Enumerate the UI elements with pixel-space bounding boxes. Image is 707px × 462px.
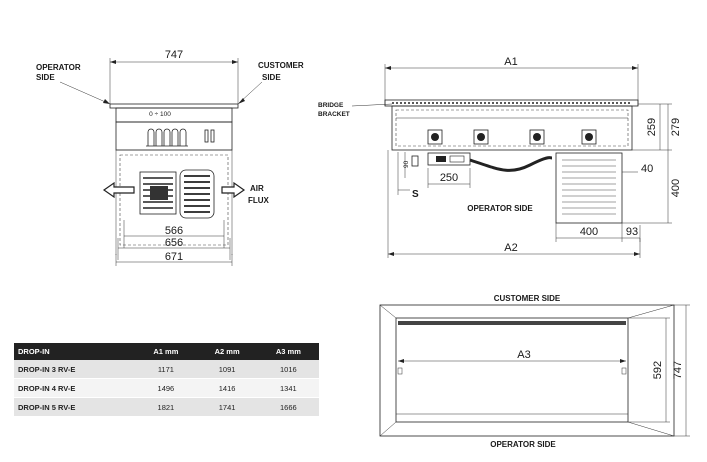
header-model: DROP-IN	[14, 343, 136, 360]
row-model: DROP-IN 5 RV-E	[14, 397, 136, 417]
dim-250: 250	[440, 172, 458, 184]
side-operator-side-label: OPERATOR SIDE	[467, 204, 533, 213]
row-model: DROP-IN 4 RV-E	[14, 378, 136, 398]
dim-93: 93	[626, 226, 638, 238]
customer-side-label-2: SIDE	[262, 73, 281, 82]
dim-90: 90	[403, 160, 410, 168]
row-a1: 1821	[135, 397, 197, 417]
dim-40: 40	[641, 163, 653, 175]
gauge-label: 0 ÷ 100	[149, 111, 171, 118]
top-operator-side-label: OPERATOR SIDE	[490, 440, 556, 449]
row-a3: 1666	[257, 397, 319, 417]
header-a3: A3 mm	[257, 343, 319, 360]
dim-400-vertical: 400	[670, 179, 682, 197]
dim-747-top: 747	[672, 361, 684, 379]
compressor-unit	[139, 169, 215, 219]
row-a2: 1091	[196, 360, 258, 379]
dim-279: 279	[670, 118, 682, 136]
row-model: DROP-IN 3 RV-E	[14, 360, 136, 379]
table-row: DROP-IN 5 RV-E 1821 1741 1666	[14, 397, 319, 417]
row-a1: 1171	[135, 360, 197, 379]
table-row: DROP-IN 3 RV-E 1171 1091 1016	[14, 360, 319, 379]
label-s: S	[412, 189, 419, 200]
heating-element-coil	[147, 128, 187, 146]
dim-656: 656	[165, 237, 183, 249]
side-view: A1 BRIDGE BRACKET	[318, 56, 682, 258]
dim-671: 671	[165, 251, 183, 263]
condenser-grille	[555, 152, 623, 224]
dim-747-front: 747	[165, 49, 183, 61]
row-a2: 1416	[196, 378, 258, 398]
header-a1: A1 mm	[135, 343, 197, 360]
power-cable	[469, 156, 553, 172]
row-a1: 1496	[135, 378, 197, 398]
customer-side-label: CUSTOMER	[258, 61, 304, 70]
dim-259: 259	[646, 118, 658, 136]
dim-a2: A2	[504, 242, 517, 254]
row-a2: 1741	[196, 397, 258, 417]
air-flux-label: AIR	[250, 184, 264, 193]
air-flow-arrow-right	[221, 181, 246, 199]
top-customer-side-label: CUSTOMER SIDE	[494, 294, 561, 303]
control-panel	[427, 152, 471, 166]
fan-units	[427, 129, 597, 145]
row-a3: 1341	[257, 378, 319, 398]
row-a3: 1016	[257, 360, 319, 379]
dim-400-horizontal: 400	[580, 226, 598, 238]
table-row: DROP-IN 4 RV-E 1496 1416 1341	[14, 378, 319, 398]
operator-side-label: OPERATOR	[36, 63, 81, 72]
operator-side-label-2: SIDE	[36, 73, 55, 82]
dim-a3: A3	[517, 349, 530, 361]
dimension-table: DROP-IN A1 mm A2 mm A3 mm DROP-IN 3 RV-E…	[14, 343, 319, 417]
top-view: CUSTOMER SIDE A3 592 747 OPERATOR SIDE	[379, 294, 690, 449]
air-flux-label-2: FLUX	[248, 196, 270, 205]
header-a2: A2 mm	[196, 343, 258, 360]
front-view: 747 OPERATOR SIDE CUSTOMER SIDE 0 ÷ 100	[36, 49, 304, 266]
air-flow-arrow-left	[102, 181, 135, 199]
dim-592: 592	[652, 361, 664, 379]
bridge-bracket-label-2: BRACKET	[318, 111, 350, 118]
bridge-bracket-label: BRIDGE	[318, 102, 344, 109]
dim-566: 566	[165, 225, 183, 237]
dim-a1: A1	[504, 56, 517, 68]
table-header-row: DROP-IN A1 mm A2 mm A3 mm	[14, 343, 319, 360]
